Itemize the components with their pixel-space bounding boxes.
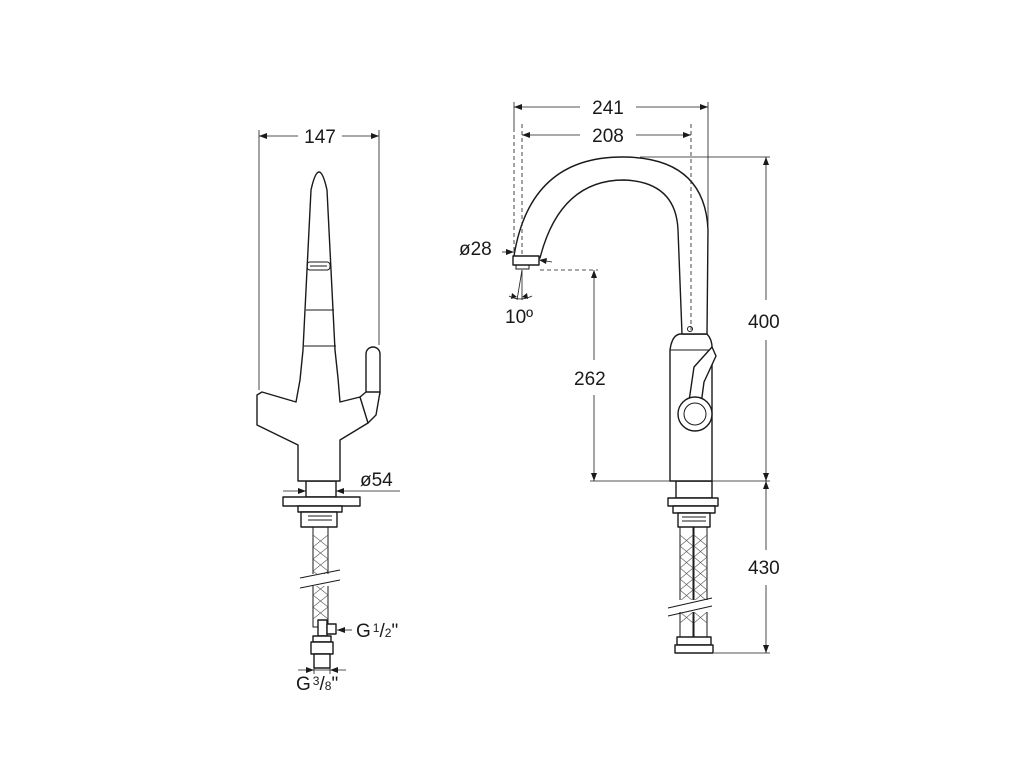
hose-length-430-label: 430 <box>748 558 780 579</box>
front-lever <box>365 346 381 400</box>
dimension-430: 430 <box>714 481 780 654</box>
reach-208-label: 208 <box>592 126 624 147</box>
front-hose <box>299 526 341 669</box>
front-mounting <box>282 480 361 528</box>
outlet-thread-den: 8 <box>325 679 332 693</box>
outlet-thread-prefix: G <box>296 674 311 695</box>
side-mounting <box>667 480 719 528</box>
dimension-28: ø28 <box>459 239 553 264</box>
outlet-thread-num: 3 <box>313 674 320 688</box>
side-hose <box>667 526 714 654</box>
inlet-thread-suffix: " <box>391 621 398 642</box>
svg-text:G3/8": G3/8" <box>296 674 338 695</box>
dimension-10-degrees: 10º <box>505 269 533 328</box>
side-lever-knob <box>677 396 713 432</box>
width-147-label: 147 <box>304 127 336 148</box>
inlet-thread-num: 1 <box>373 621 380 635</box>
height-400-label: 400 <box>748 312 780 333</box>
dimension-241: 241 <box>513 98 709 230</box>
spout-angle-label: 10º <box>505 307 533 328</box>
dimension-262: 262 <box>574 270 606 481</box>
dimension-54: ø54 <box>283 470 400 494</box>
inlet-thread-slash: / <box>379 621 385 642</box>
inlet-thread-den: 2 <box>385 626 392 640</box>
dimension-208: 208 <box>522 126 691 147</box>
base-diameter-label: ø54 <box>360 470 393 491</box>
outlet-thread-suffix: " <box>331 674 338 695</box>
side-spout <box>513 156 709 335</box>
front-body <box>256 171 369 482</box>
inlet-thread-prefix: G <box>356 621 371 642</box>
side-view: 241 208 ø28 10º <box>459 98 780 654</box>
dimension-400: 400 <box>640 156 780 481</box>
spout-diameter-label: ø28 <box>459 239 492 260</box>
svg-text:G1/2": G1/2" <box>356 621 398 642</box>
dimension-147: 147 <box>258 127 380 390</box>
spout-clearance-label: 262 <box>574 369 606 390</box>
reach-241-label: 241 <box>592 98 624 119</box>
outlet-thread-slash: / <box>319 674 325 695</box>
